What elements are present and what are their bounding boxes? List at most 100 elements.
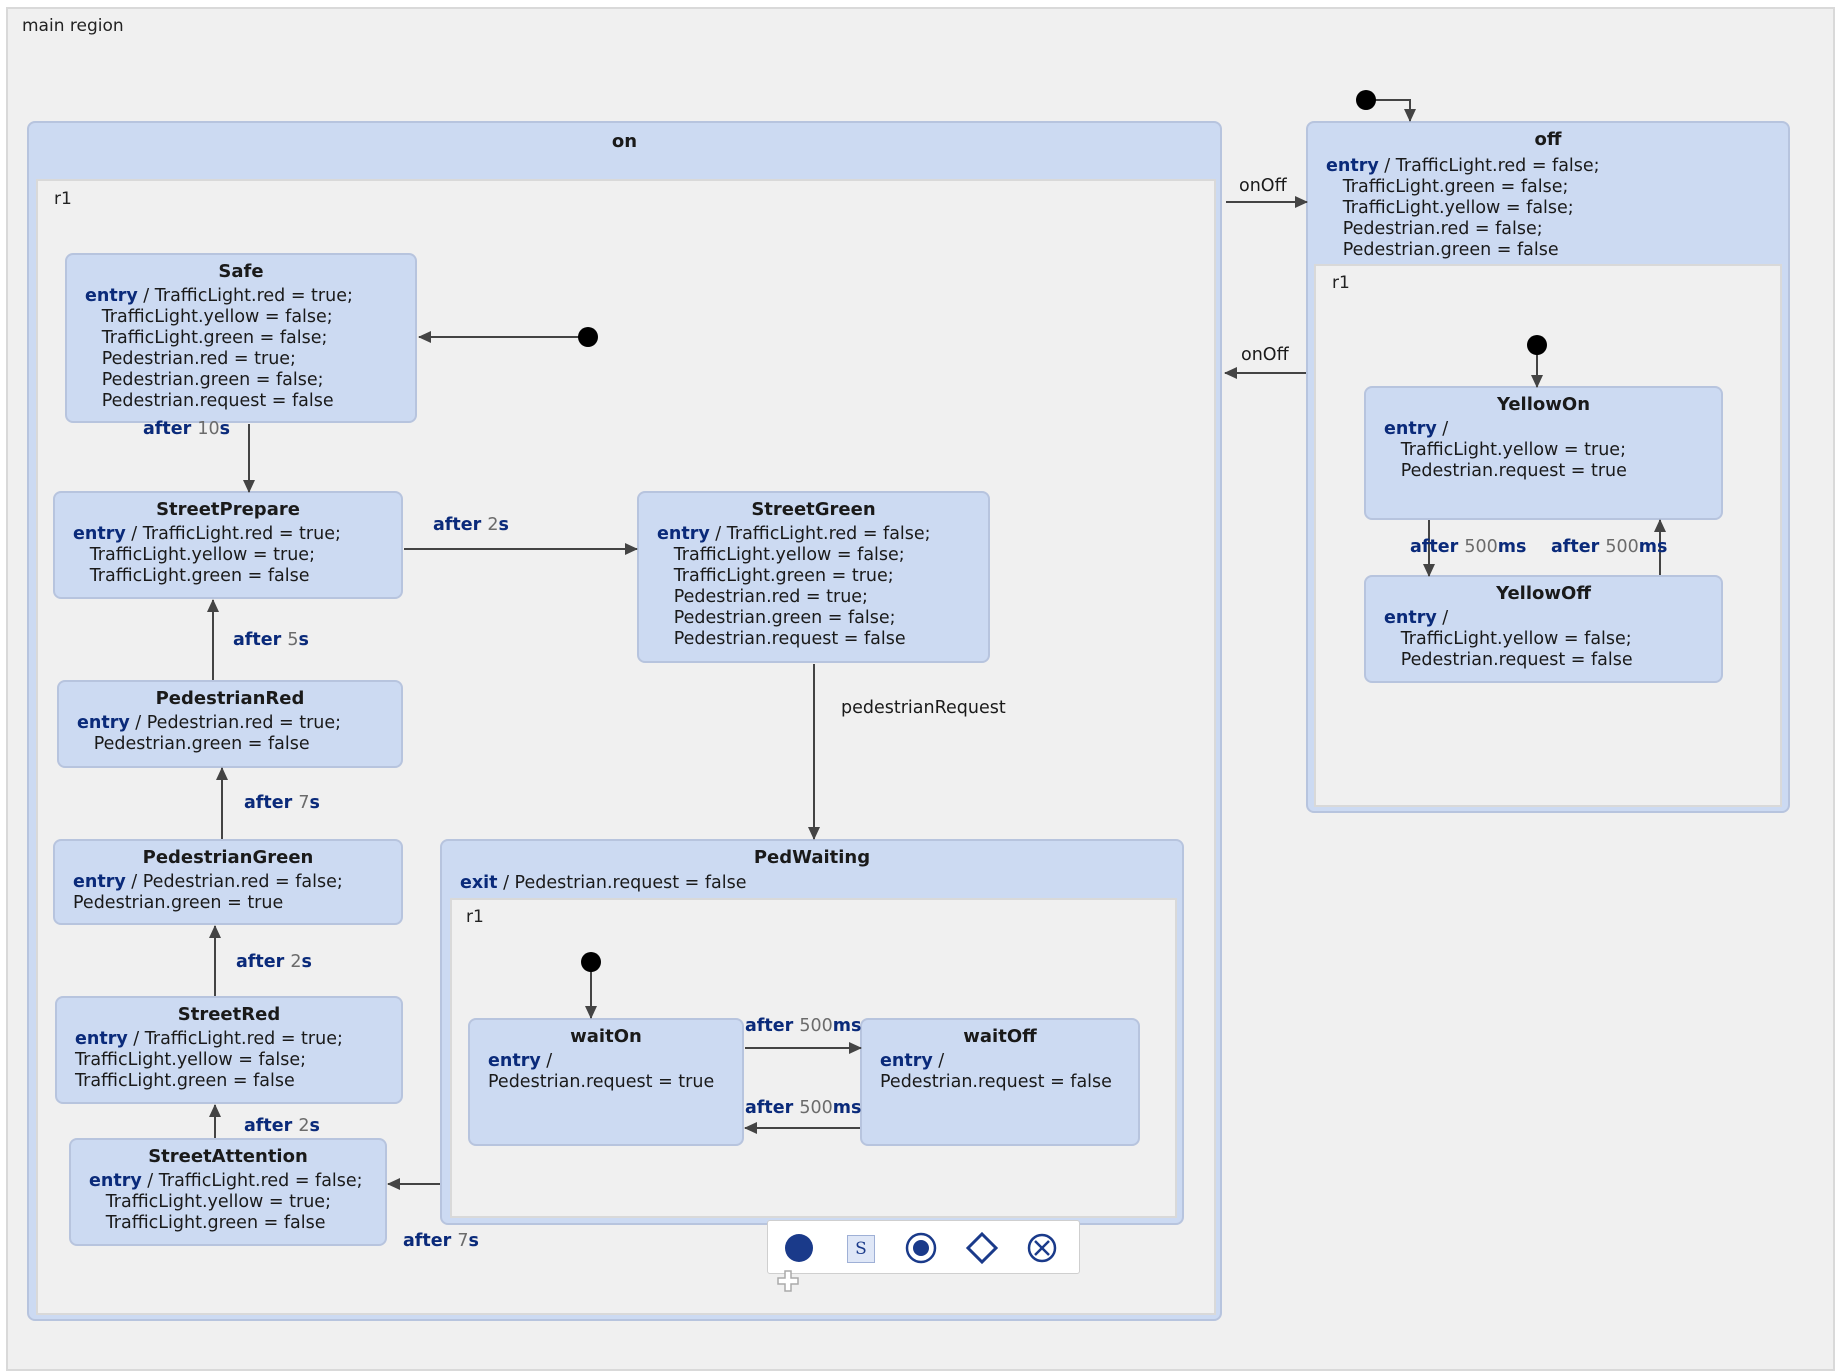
- state-name: YellowOff: [1496, 583, 1591, 604]
- entry-action: entry / Pedestrian.request = false: [880, 1051, 1120, 1093]
- choice-tool-icon[interactable]: [965, 1231, 999, 1265]
- after-keyword: after: [236, 952, 285, 972]
- label-off-to-on: onOff: [1241, 345, 1289, 365]
- after-unit: s: [301, 952, 312, 972]
- synchronization-tool-icon[interactable]: S: [843, 1231, 877, 1265]
- after-unit: ms: [832, 1016, 862, 1036]
- entry-first-line: / TrafficLight.red = false;: [709, 524, 931, 544]
- entry-more-lines: TrafficLight.yellow = false; TrafficLigh…: [673, 545, 906, 649]
- state-street-red[interactable]: StreetRed entry / TrafficLight.red = tru…: [55, 996, 403, 1104]
- entry-action: entry / TrafficLight.red = false; Traffi…: [657, 524, 970, 650]
- state-pedestrian-red[interactable]: PedestrianRed entry / Pedestrian.red = t…: [57, 680, 403, 768]
- after-value: 500: [799, 1098, 833, 1118]
- label-after-waitoff-to-waiton: after 500ms: [745, 1098, 861, 1118]
- label-after-pedwaiting-to-attention: after 7s: [403, 1231, 479, 1251]
- label-after-waiton-to-waitoff: after 500ms: [745, 1016, 861, 1036]
- after-keyword: after: [433, 515, 482, 535]
- entry-action: entry / Pedestrian.red = true; Pedestria…: [77, 713, 383, 755]
- after-keyword: after: [233, 630, 282, 650]
- after-value: 2: [487, 515, 499, 535]
- entry-first-line: / TrafficLight.red = false;: [1378, 156, 1600, 176]
- exit-point-tool-icon[interactable]: [1025, 1231, 1059, 1265]
- entry-keyword: entry: [75, 1029, 128, 1049]
- entry-action: entry / TrafficLight.yellow = true; Pede…: [1384, 419, 1703, 482]
- state-name: waitOn: [570, 1026, 642, 1047]
- entry-keyword: entry: [657, 524, 710, 544]
- entry-more-lines: TrafficLight.yellow = false; TrafficLigh…: [101, 307, 334, 411]
- entry-first-line: / TrafficLight.red = true;: [125, 524, 341, 544]
- label-after-safe-to-prepare: after 10s: [143, 419, 230, 439]
- label-after-yellowon-to-yellowoff: after 500ms: [1410, 537, 1526, 557]
- after-unit: s: [309, 793, 320, 813]
- after-unit: s: [219, 419, 231, 439]
- after-value: 500: [799, 1016, 833, 1036]
- after-unit: ms: [1497, 537, 1527, 557]
- state-safe[interactable]: Safe entry / TrafficLight.red = true; Tr…: [65, 253, 417, 423]
- state-yellow-on[interactable]: YellowOn entry / TrafficLight.yellow = t…: [1364, 386, 1723, 520]
- after-value: 7: [298, 793, 310, 813]
- label-after-pedred-to-prepare: after 5s: [233, 630, 309, 650]
- entry-more-lines: TrafficLight.yellow = true; TrafficLight…: [89, 545, 315, 586]
- initial-state-tool-icon[interactable]: [782, 1231, 816, 1265]
- state-name: StreetGreen: [751, 499, 876, 520]
- exit-action-text: / Pedestrian.request = false: [497, 873, 747, 893]
- after-unit: s: [309, 1116, 320, 1136]
- entry-keyword: entry: [1384, 608, 1437, 628]
- final-state-tool-icon[interactable]: [904, 1231, 938, 1265]
- after-unit: s: [468, 1231, 479, 1251]
- after-value: 2: [298, 1116, 310, 1136]
- state-wait-off[interactable]: waitOff entry / Pedestrian.request = fal…: [860, 1018, 1140, 1146]
- state-name: StreetAttention: [148, 1146, 308, 1167]
- after-keyword: after: [403, 1231, 452, 1251]
- off-region-r1[interactable]: r1: [1314, 264, 1782, 807]
- entry-keyword: entry: [1326, 156, 1379, 176]
- entry-keyword: entry: [880, 1051, 933, 1071]
- entry-more-lines: Pedestrian.request = true: [488, 1072, 715, 1092]
- after-value: 10: [197, 419, 220, 439]
- state-on-title: on: [611, 131, 638, 152]
- entry-more-lines: TrafficLight.yellow = true; TrafficLight…: [105, 1192, 331, 1233]
- entry-keyword: entry: [89, 1171, 142, 1191]
- entry-first-line: / TrafficLight.red = true;: [127, 1029, 343, 1049]
- state-street-green[interactable]: StreetGreen entry / TrafficLight.red = f…: [637, 491, 990, 663]
- label-pedestrian-request: pedestrianRequest: [841, 698, 1006, 718]
- state-off-title: off: [1534, 129, 1562, 150]
- off-region-label: r1: [1332, 273, 1350, 293]
- entry-action: entry / TrafficLight.yellow = false; Ped…: [1384, 608, 1703, 671]
- entry-first-line: /: [1436, 419, 1449, 439]
- state-street-prepare[interactable]: StreetPrepare entry / TrafficLight.red =…: [53, 491, 403, 599]
- entry-more-lines: Pedestrian.request = false: [880, 1072, 1112, 1092]
- entry-first-line: /: [932, 1051, 945, 1071]
- entry-more-lines: TrafficLight.yellow = true; Pedestrian.r…: [1400, 440, 1627, 481]
- state-name: PedestrianRed: [155, 688, 305, 709]
- main-region-label: main region: [22, 16, 124, 36]
- exit-keyword: exit: [460, 873, 498, 893]
- label-after-streetred-to-pedgreen: after 2s: [236, 952, 312, 972]
- tool-palette: S: [767, 1220, 1080, 1274]
- entry-keyword: entry: [73, 872, 126, 892]
- entry-more-lines: Pedestrian.green = false: [77, 734, 310, 754]
- entry-keyword: entry: [73, 524, 126, 544]
- label-on-to-off: onOff: [1239, 176, 1287, 196]
- entry-more-lines: TrafficLight.yellow = false; TrafficLigh…: [75, 1050, 306, 1091]
- after-keyword: after: [244, 1116, 293, 1136]
- state-name: YellowOn: [1496, 394, 1591, 415]
- after-value: 7: [457, 1231, 469, 1251]
- after-unit: s: [498, 515, 509, 535]
- state-name: StreetRed: [177, 1004, 281, 1025]
- after-unit: ms: [832, 1098, 862, 1118]
- after-unit: ms: [1638, 537, 1668, 557]
- entry-action: entry / TrafficLight.red = true; Traffic…: [73, 524, 383, 587]
- entry-keyword: entry: [488, 1051, 541, 1071]
- state-pedestrian-green[interactable]: PedestrianGreen entry / Pedestrian.red =…: [53, 839, 403, 925]
- after-keyword: after: [745, 1016, 794, 1036]
- state-street-attention[interactable]: StreetAttention entry / TrafficLight.red…: [69, 1138, 387, 1246]
- state-wait-on[interactable]: waitOn entry / Pedestrian.request = true: [468, 1018, 744, 1146]
- entry-first-line: / Pedestrian.red = false;: [125, 872, 343, 892]
- state-name: Safe: [218, 261, 264, 282]
- state-yellow-off[interactable]: YellowOff entry / TrafficLight.yellow = …: [1364, 575, 1723, 683]
- entry-action: entry / TrafficLight.red = false; Traffi…: [89, 1171, 367, 1234]
- label-after-pedgreen-to-pedred: after 7s: [244, 793, 320, 813]
- after-keyword: after: [1410, 537, 1459, 557]
